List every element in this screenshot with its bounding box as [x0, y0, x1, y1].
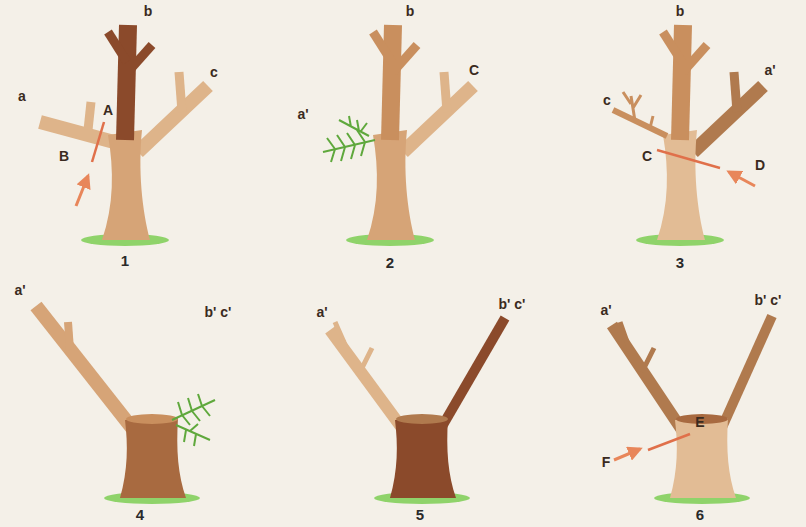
- callout-letter: a': [600, 303, 611, 317]
- callout-letter: b' c': [755, 293, 782, 307]
- panel-number: 5: [416, 507, 424, 522]
- callout-letter: a': [764, 63, 775, 77]
- panel-number: 4: [136, 507, 144, 522]
- tree-2: [323, 25, 473, 246]
- tree-6: [612, 316, 772, 504]
- callout-letter: b' c': [205, 305, 232, 319]
- callout-letter: C: [469, 63, 479, 77]
- tree-5: [330, 318, 505, 504]
- panel-number: 6: [696, 507, 704, 522]
- panel-number: 3: [676, 255, 684, 270]
- panel-number: 1: [121, 253, 129, 268]
- panel-number: 2: [386, 255, 394, 270]
- callout-letter: c: [210, 65, 218, 79]
- callout-letter: E: [695, 415, 704, 429]
- callout-letter: a': [316, 305, 327, 319]
- tree-1: [40, 25, 208, 246]
- tree-4: [36, 306, 215, 504]
- callout-letter: B: [59, 149, 69, 163]
- callout-letter: C: [642, 149, 652, 163]
- callout-letter: b: [406, 4, 415, 18]
- callout-letter: a': [14, 283, 25, 297]
- callout-letter: D: [755, 158, 765, 172]
- callout-letter: A: [103, 103, 113, 117]
- callout-letter: b: [144, 4, 153, 18]
- callout-letter: b' c': [499, 297, 526, 311]
- callout-letter: c: [603, 93, 611, 107]
- callout-letter: a: [18, 89, 26, 103]
- callout-letter: a': [297, 107, 308, 121]
- callout-letter: F: [602, 455, 611, 469]
- callout-letter: b: [676, 4, 685, 18]
- tree-3: [613, 25, 763, 246]
